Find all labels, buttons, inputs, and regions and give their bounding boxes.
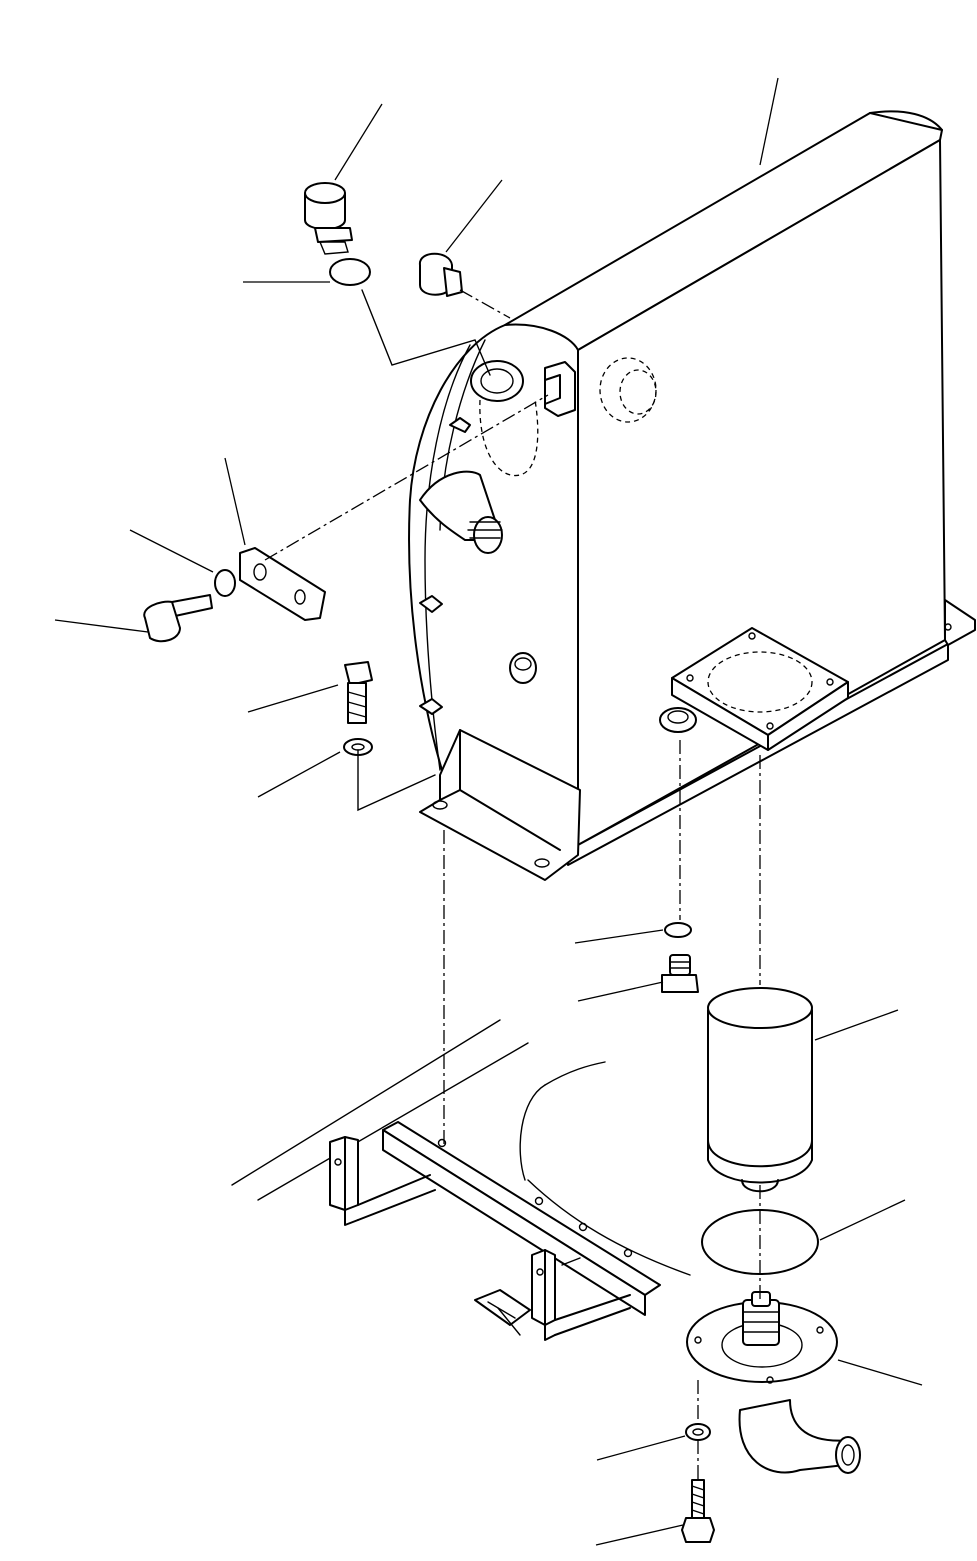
breather-plug bbox=[419, 252, 463, 297]
hydraulic-tank bbox=[408, 110, 976, 881]
gauge-plate-bolt bbox=[143, 594, 213, 643]
gauge-plate bbox=[239, 547, 326, 621]
assembly-centerlines bbox=[264, 289, 761, 1480]
filter-head-bolt bbox=[681, 1479, 715, 1543]
callout-leaders bbox=[54, 77, 923, 1546]
filler-cap bbox=[304, 182, 353, 255]
drain-plug-o-ring bbox=[664, 922, 692, 938]
filter-head-with-elbow bbox=[686, 1291, 861, 1474]
chassis-frame bbox=[231, 1019, 691, 1341]
filler-cap-o-ring bbox=[329, 258, 371, 286]
filter-head-washer bbox=[685, 1423, 711, 1441]
gauge-plate-washer bbox=[214, 569, 236, 597]
drain-adapter bbox=[659, 707, 697, 733]
mount-bolt bbox=[344, 661, 373, 724]
filter-element bbox=[707, 987, 813, 1193]
drain-plug bbox=[661, 954, 699, 993]
